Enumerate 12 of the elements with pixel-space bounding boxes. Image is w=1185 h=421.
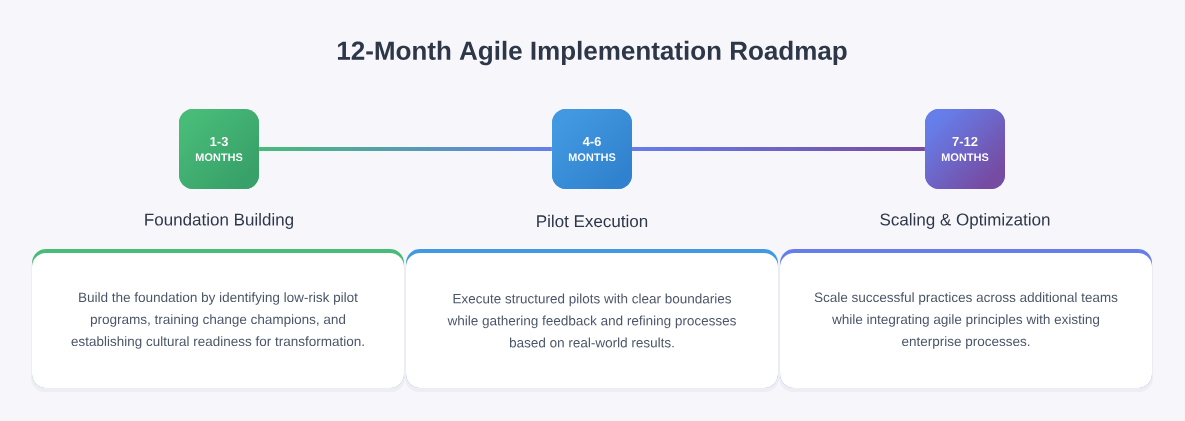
phase-card: Scale successful practices across additional teams while integrating agile principles with existing enterprise processes. (779, 249, 1153, 392)
month-badge: 7-12 MONTHS (925, 109, 1005, 189)
phase-card: Build the foundation by identifying low-risk pilot programs, training change champions, and establishing cultural readiness for transformation. (31, 249, 405, 392)
phase-heading: Foundation Building (145, 213, 293, 229)
phase-heading: Scaling & Optimization (880, 213, 1050, 229)
title: 12-Month Agile Implementation Roadmap (337, 40, 847, 66)
phase-card: Execute structured pilots with clear boundaries while gathering feedback and refining processes based on real-world results. (405, 249, 779, 392)
month-badge: 4-6 MONTHS (552, 109, 632, 189)
phase-heading: Pilot Execution (537, 214, 648, 228)
connector-line (632, 147, 925, 151)
month-badge: 1-3 MONTHS (179, 109, 259, 189)
connector-line (259, 147, 552, 151)
